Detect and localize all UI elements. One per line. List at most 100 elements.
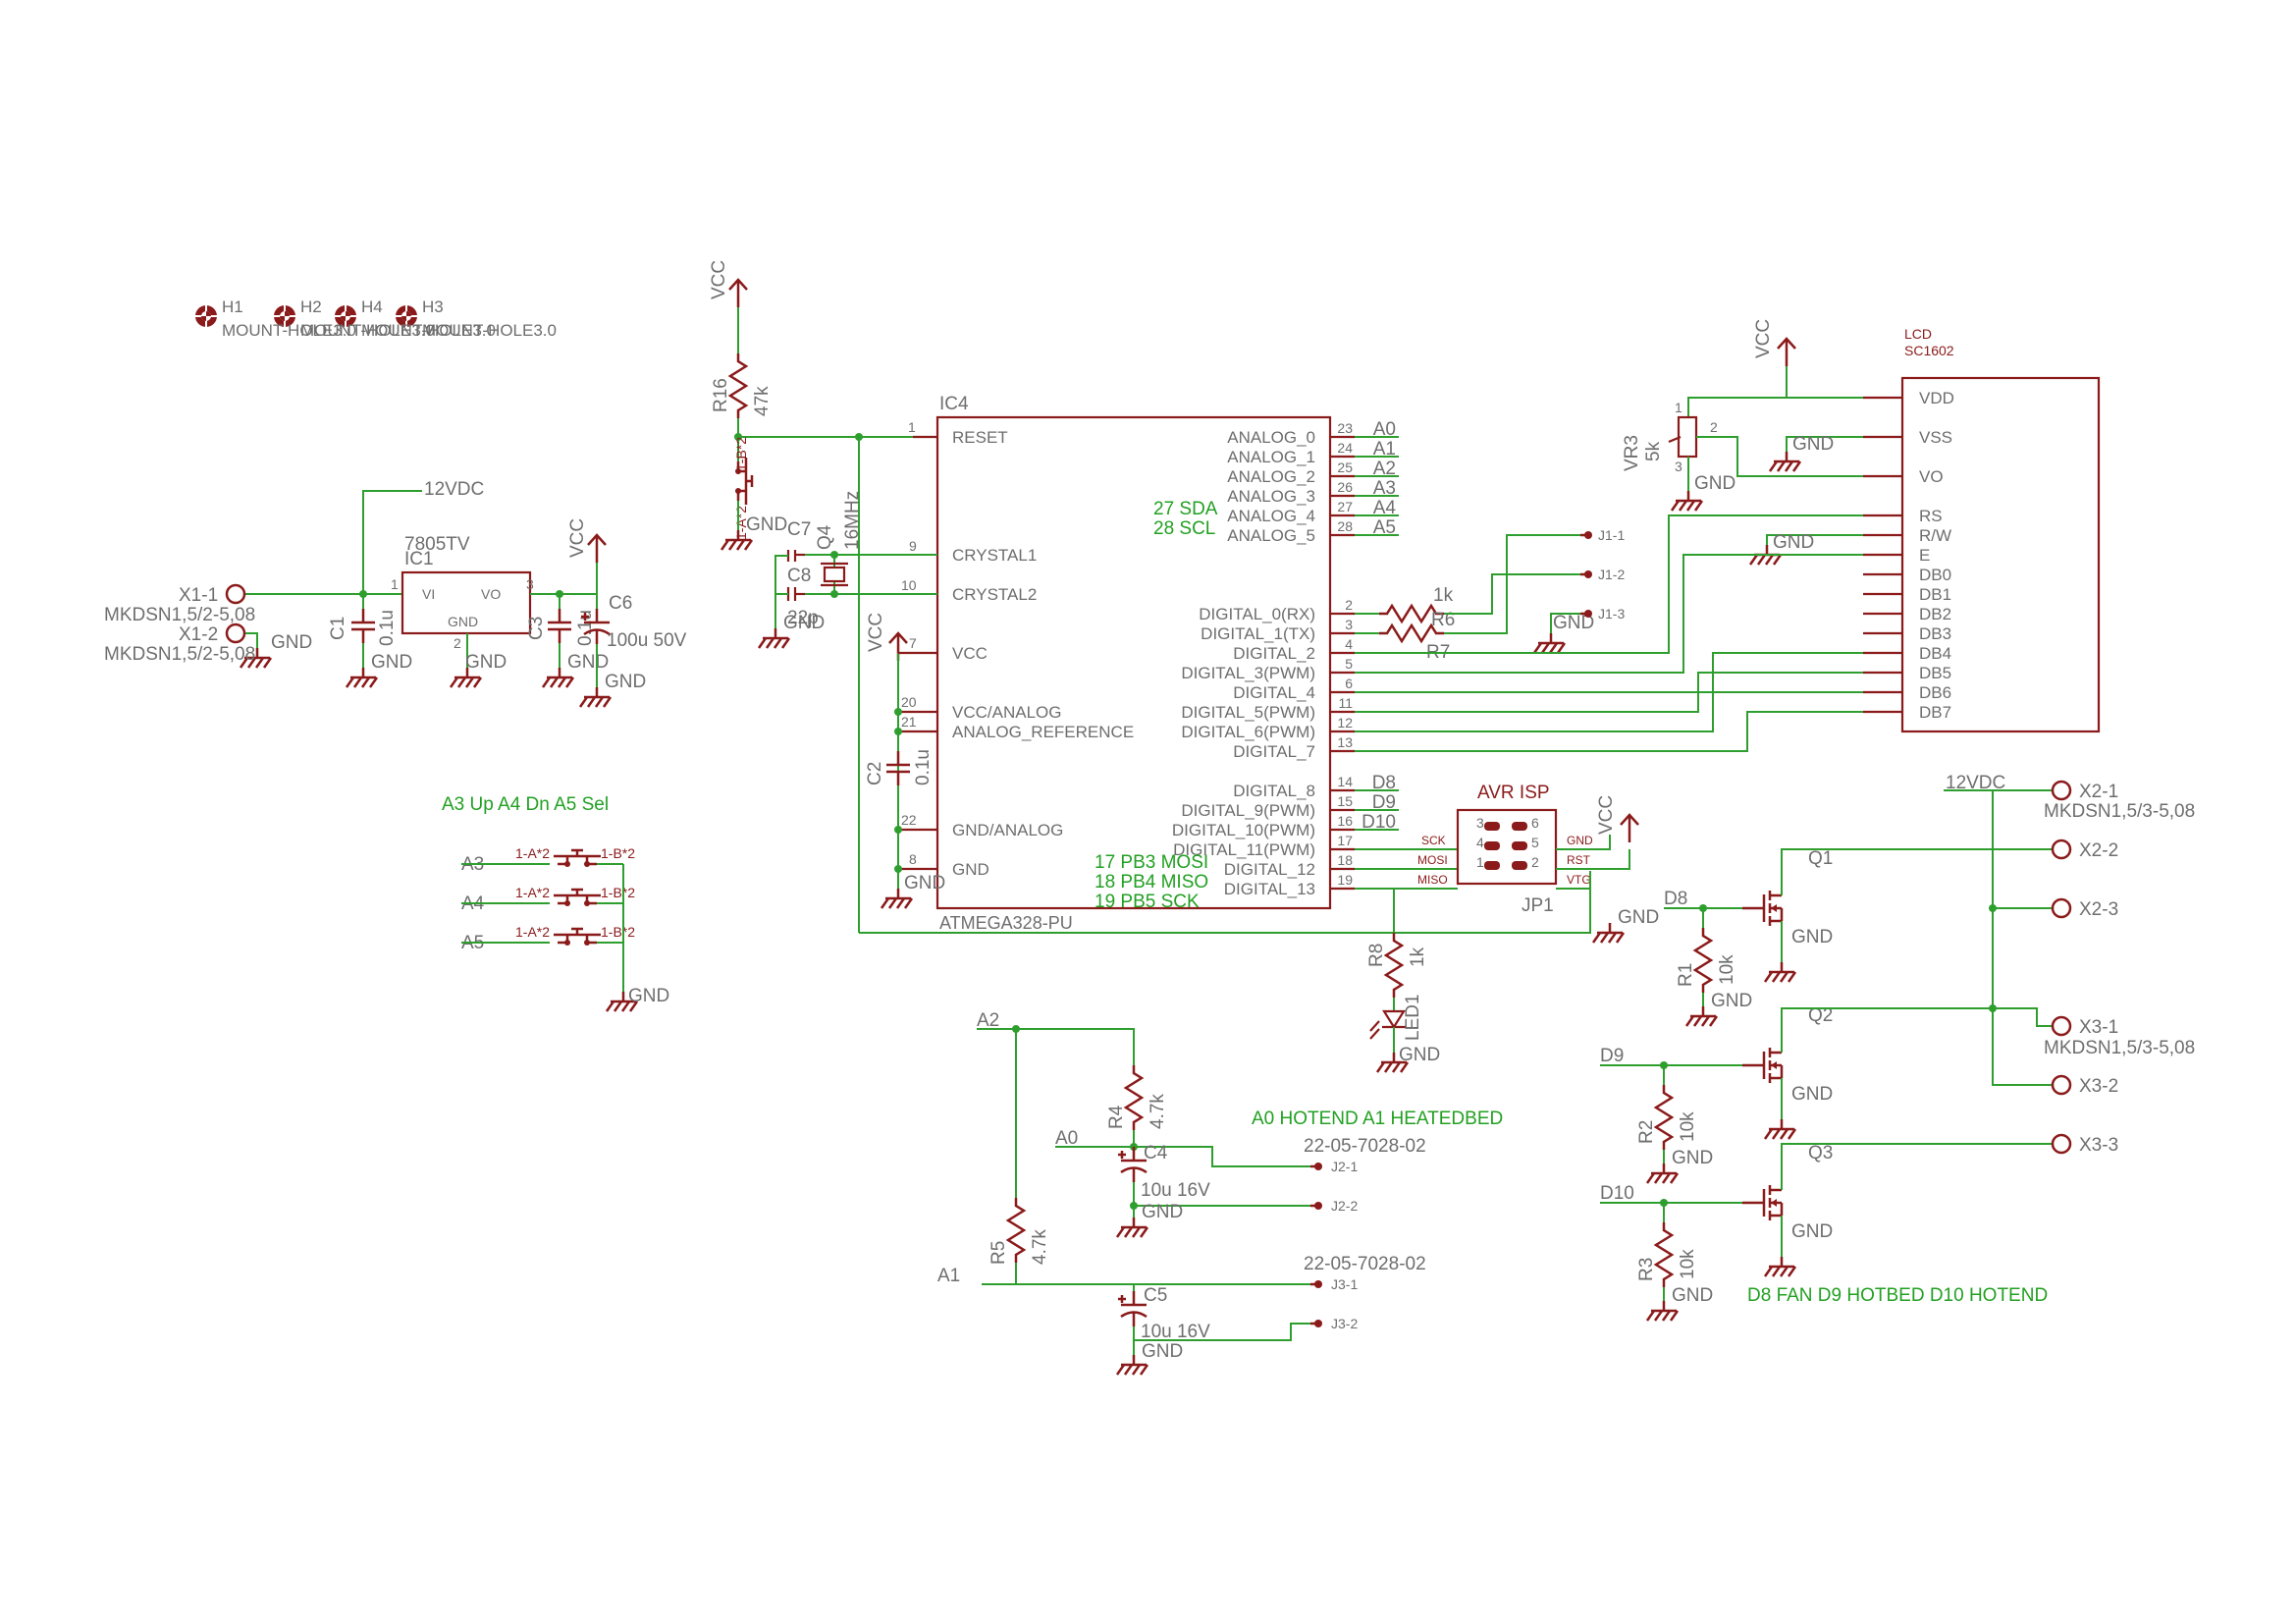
c1-ref: C1 [328, 617, 348, 640]
vcc-analog-pin-num: 20 [901, 694, 917, 710]
buttons-title: A3 Up A4 Dn A5 Sel [442, 794, 609, 815]
mcu-pin-name: ANALOG_4 [1227, 507, 1315, 525]
gnd-label: GND [465, 652, 507, 673]
terminal-icon [2051, 780, 2072, 801]
ic1-pin3: 3 [526, 576, 534, 592]
ground-icon [1768, 450, 1802, 473]
mcu-pin-num: 28 [1337, 518, 1353, 534]
isp-num: 5 [1531, 835, 1539, 850]
net-label: D9 [1372, 792, 1396, 813]
note-sck: 19 PB5 SCK [1095, 892, 1200, 912]
mcu-pin-num: 12 [1337, 715, 1353, 730]
mcu-pin-name: DIGITAL_4 [1233, 683, 1315, 702]
mcu-pin-name: DIGITAL_3(PWM) [1181, 664, 1315, 682]
c8-value: 22p [787, 608, 819, 628]
terminal-icon [2051, 1074, 2072, 1096]
resistor-icon [1384, 931, 1404, 1000]
x1-1-label: X1-1 [179, 585, 218, 606]
c4-value: 10u 16V [1141, 1180, 1210, 1201]
net-12vdc-label: 12VDC [424, 479, 484, 500]
h4-ref: H4 [361, 298, 383, 316]
x1-part-label: MKDSN1,5/2-5,08 [104, 605, 255, 625]
button-pin-b: 1-B*2 [601, 845, 635, 861]
potentiometer-icon [1677, 415, 1698, 459]
r6-ref: R6 [1431, 610, 1455, 630]
isp-num: 2 [1531, 854, 1539, 870]
gnd-label: GND [371, 652, 412, 673]
push-button-icon [552, 848, 603, 869]
c4-ref: C4 [1144, 1143, 1168, 1163]
terminal-label: X3-1 [2079, 1017, 2118, 1038]
mcu-pin-name: ANALOG_0 [1227, 428, 1315, 447]
crystal1-pin-num: 9 [909, 538, 917, 554]
j2-2-label: J2-2 [1331, 1198, 1358, 1214]
mcu-left-pins: RESETCRYSTAL1CRYSTAL2VCCVCC/ANALOGANALOG… [952, 428, 1134, 879]
isp-pins [1484, 822, 1527, 870]
mcu-pin-name: ANALOG_REFERENCE [952, 723, 1134, 741]
vcc-label: VCC [567, 518, 588, 558]
mcu-pin-num: 15 [1337, 793, 1353, 809]
mosfet-title: D8 FAN D9 HOTBED D10 HOTEND [1747, 1285, 2048, 1306]
note-miso: 18 PB4 MISO [1095, 872, 1208, 893]
terminal-icon [2051, 839, 2072, 860]
q4-value: 16MHz [842, 491, 863, 550]
c6-ref: C6 [609, 593, 632, 614]
h2-value: MOUNT-HOLE3.0 [300, 321, 435, 340]
a2-label: A2 [977, 1010, 999, 1031]
mcu-pin-name: DIGITAL_1(TX) [1201, 624, 1315, 643]
gnd-label: GND [628, 986, 669, 1006]
mosfet-ref: Q1 [1808, 848, 1833, 869]
led-icon [1382, 1009, 1406, 1030]
h1-value: MOUNT-HOLE3.0 [222, 321, 356, 340]
gnd-label: GND [1399, 1045, 1440, 1065]
mcu-pin-num: 2 [1345, 597, 1353, 613]
net-label: D8 [1372, 773, 1396, 793]
gnd-label: GND [605, 672, 646, 692]
mcu-pin-num: 23 [1337, 420, 1353, 436]
mcu-pin-name: GND [952, 860, 989, 879]
isp-header-body [1456, 808, 1558, 886]
terminal-label: X2-1 [2079, 782, 2118, 802]
vcc-arrow-icon [727, 278, 749, 309]
h1-ref: H1 [222, 298, 243, 316]
net-label: A5 [1373, 517, 1396, 538]
mcu-pin-name: DIGITAL_13 [1224, 880, 1315, 898]
isp-section: AVR ISP JP1 3 4 1 6 5 2 SCK MOSI MISO GN… [1417, 783, 1659, 945]
gnd-label: GND [1142, 1202, 1183, 1222]
terminal-icon [225, 583, 246, 605]
push-button-icon [552, 927, 603, 947]
mcu-pin-num: 27 [1337, 499, 1353, 514]
gnd-label: GND [1618, 907, 1659, 928]
aref-pin-num: 21 [901, 714, 917, 730]
mcu-pin-num: 24 [1337, 440, 1353, 456]
reset-pin-num: 1 [908, 419, 916, 435]
drain-wire [1781, 1143, 2052, 1154]
lcd-pin-name: RS [1919, 507, 1943, 525]
lcd-pin-name: DB5 [1919, 664, 1951, 682]
c6-value: 100u 50V [607, 630, 687, 651]
c8-ref: C8 [787, 566, 811, 586]
mosfet-icon [1740, 1046, 1784, 1085]
mcu-pin-name: DIGITAL_10(PWM) [1172, 821, 1315, 839]
x1-2-label: X1-2 [179, 624, 218, 645]
net-12vdc-label: 12VDC [1946, 773, 2005, 793]
vcc-arrow-icon [1619, 813, 1640, 844]
mosfet-ref: Q2 [1808, 1005, 1833, 1026]
ic4-body [935, 415, 1332, 910]
c7-ref: C7 [787, 519, 811, 540]
gnd-label: GND [1672, 1148, 1713, 1168]
gnd-label: GND [746, 514, 787, 535]
mcu-pin-name: GND/ANALOG [952, 821, 1063, 839]
mounting-holes: H1 MOUNT-HOLE3.0 H2 MOUNT-HOLE3.0 H4 MOU… [194, 298, 557, 340]
capacitor-icon [349, 607, 377, 645]
r16-ref: R16 [711, 378, 731, 412]
ground-icon [1763, 1117, 1797, 1141]
mcu-pin-num: 5 [1345, 656, 1353, 672]
crystal-icon [823, 566, 846, 583]
j1-3-label: J1-3 [1598, 606, 1625, 622]
gnd-label: GND [567, 652, 609, 673]
j2-1-label: J2-1 [1331, 1159, 1358, 1174]
